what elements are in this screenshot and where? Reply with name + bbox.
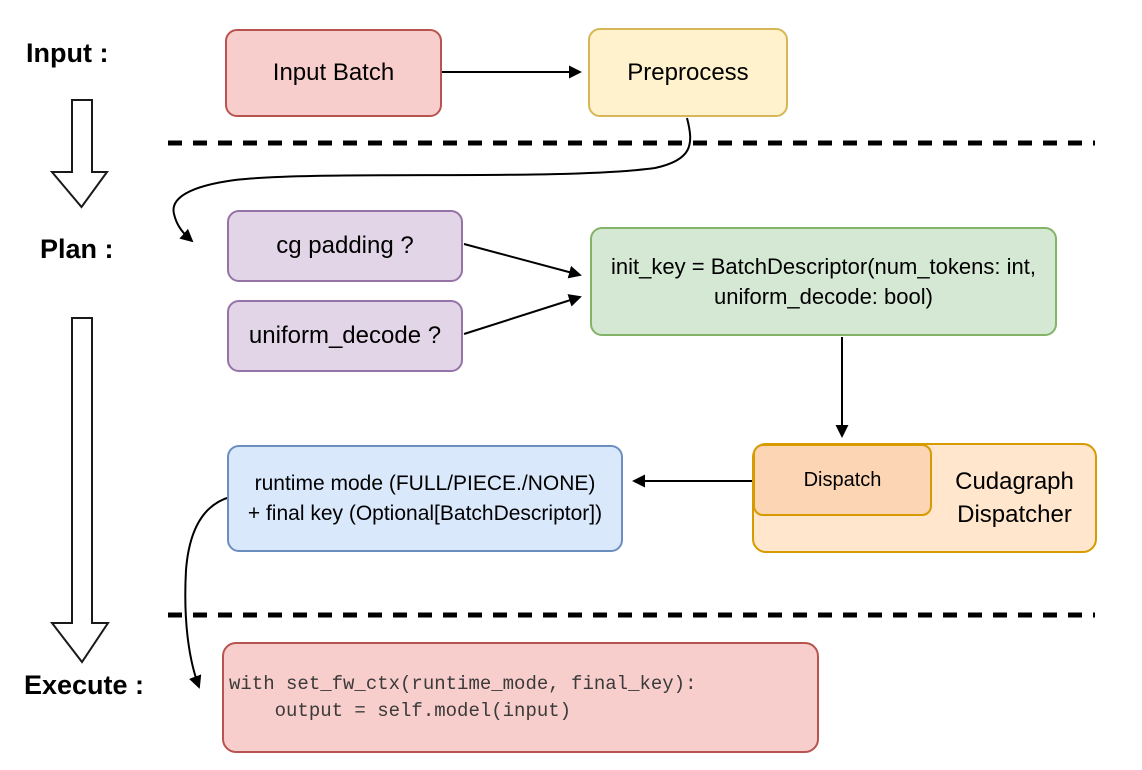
cudagraph-dispatcher-label: Cudagraph Dispatcher bbox=[932, 443, 1097, 553]
init-key-line1: init_key = BatchDescriptor(num_tokens: i… bbox=[611, 253, 1036, 279]
input-stage-label: Input : bbox=[26, 38, 109, 68]
preprocess-node: Preprocess bbox=[588, 28, 788, 117]
dispatch-node: Dispatch bbox=[753, 444, 932, 516]
arrow-cg-padding-to-init-key bbox=[463, 243, 582, 279]
block-arrow-input-to-plan bbox=[49, 99, 109, 209]
arrow-uniform-decode-to-init-key bbox=[463, 294, 582, 335]
execute-code-node: with set_fw_ctx(runtime_mode, final_key)… bbox=[222, 642, 819, 753]
cudagraph-dispatcher-line2: Dispatcher bbox=[957, 501, 1072, 528]
input-batch-node: Input Batch bbox=[225, 29, 442, 117]
uniform-decode-label: uniform_decode ? bbox=[248, 322, 442, 349]
runtime-mode-line1: runtime mode (FULL/PIECE./NONE) bbox=[254, 471, 596, 495]
cudagraph-dispatcher-line1: Cudagraph bbox=[955, 468, 1074, 495]
uniform-decode-node: uniform_decode ? bbox=[227, 300, 463, 372]
runtime-mode-line2: + final key (Optional[BatchDescriptor]) bbox=[247, 501, 603, 525]
runtime-mode-node: runtime mode (FULL/PIECE./NONE) + final … bbox=[227, 445, 623, 552]
curve-runtime-mode-to-execute-code bbox=[184, 496, 231, 689]
dispatch-label: Dispatch bbox=[803, 468, 882, 491]
cg-padding-node: cg padding ? bbox=[227, 210, 463, 282]
input-batch-label: Input Batch bbox=[272, 59, 395, 86]
block-arrow-plan-to-execute bbox=[49, 317, 110, 664]
plan-stage-label: Plan : bbox=[40, 234, 114, 264]
init-key-node: init_key = BatchDescriptor(num_tokens: i… bbox=[590, 227, 1057, 336]
execute-code-line1: with set_fw_ctx(runtime_mode, final_key)… bbox=[229, 672, 697, 695]
execute-code-line2: output = self.model(input) bbox=[229, 699, 572, 722]
init-key-line2: uniform_decode: bool) bbox=[714, 283, 933, 309]
curve-preprocess-to-cg-padding bbox=[172, 117, 692, 243]
execute-stage-label: Execute : bbox=[24, 670, 145, 700]
cg-padding-label: cg padding ? bbox=[276, 232, 414, 259]
preprocess-label: Preprocess bbox=[627, 58, 749, 86]
